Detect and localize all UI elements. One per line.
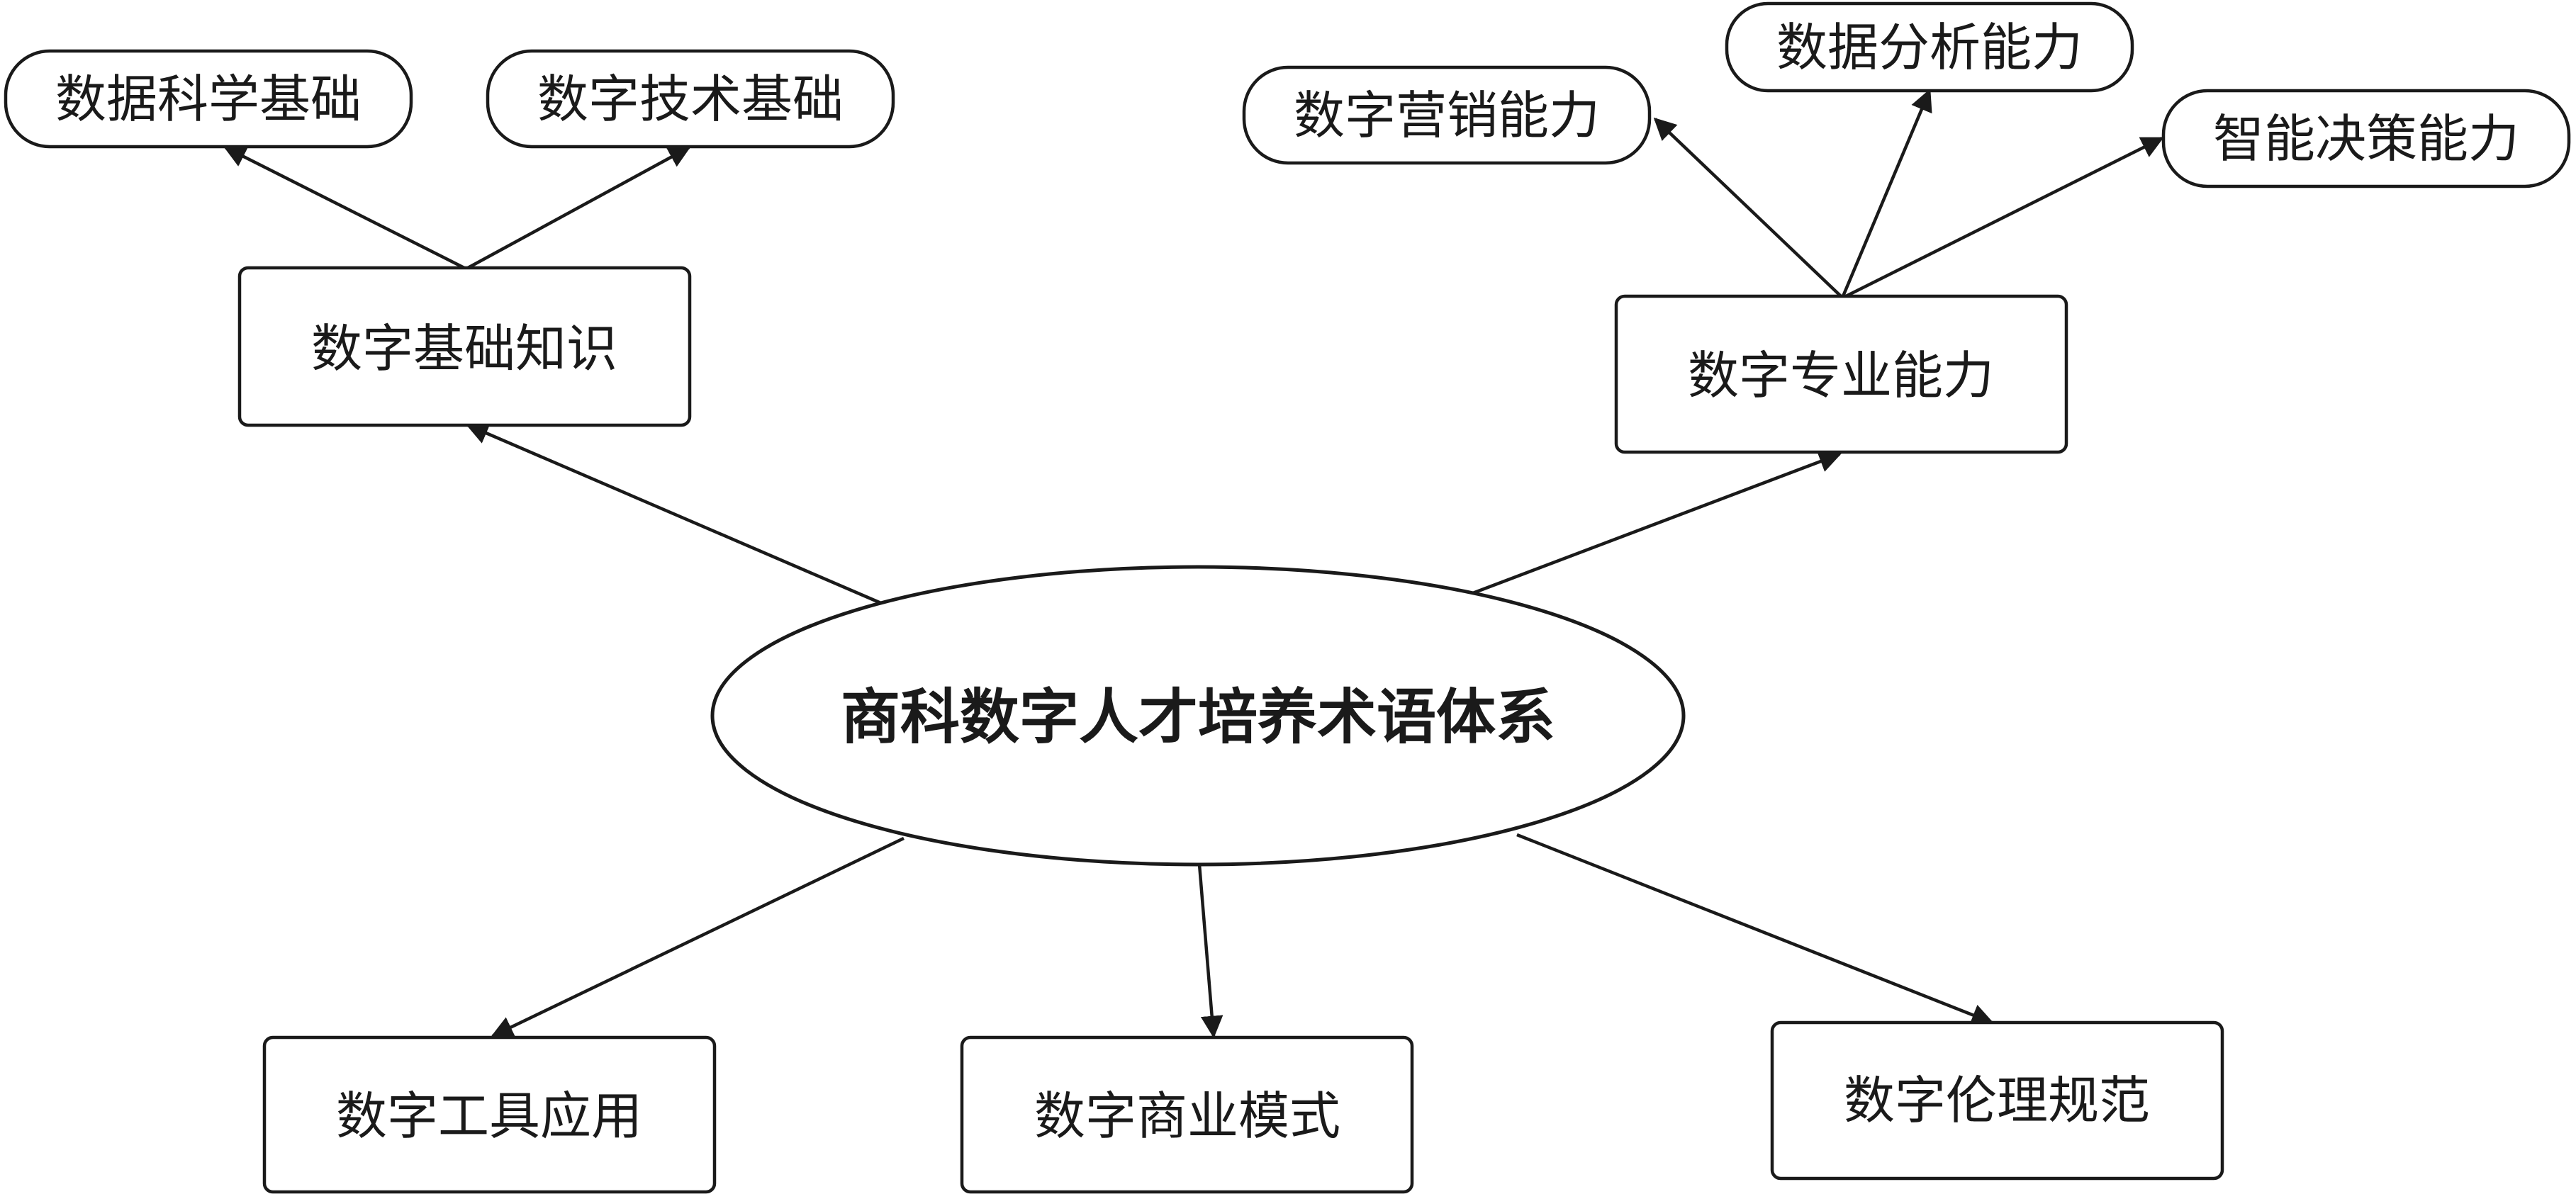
node-data-science-basics-label: 数据科学基础 [55, 69, 362, 129]
node-tool-application: 数字工具应用 [262, 1035, 717, 1194]
node-professional-ability-label: 数字专业能力 [1688, 346, 1994, 405]
node-data-analysis-box [1725, 1, 2134, 93]
node-digital-tech-basics-box [486, 49, 895, 149]
edge-center-to-tool-application [491, 836, 905, 1038]
node-digital-marketing-box [1242, 65, 1652, 165]
node-tool-application-label: 数字工具应用 [336, 1086, 642, 1146]
node-business-model-box [960, 1035, 1414, 1194]
edge-professional-to-marketing [1653, 117, 1842, 298]
edge-professional-to-decision [1844, 136, 2164, 298]
edge-center-to-business-model [1197, 864, 1223, 1039]
node-intelligent-decision-box [2161, 89, 2571, 188]
node-professional-ability: 数字专业能力 [1614, 294, 2068, 454]
edge-professional-to-data-analysis [1841, 89, 1932, 297]
node-digital-marketing-label: 数字营销能力 [1294, 86, 1600, 145]
node-tool-application-box [262, 1035, 717, 1194]
node-basic-knowledge-box [237, 266, 692, 427]
node-ethics-norms-label: 数字伦理规范 [1844, 1071, 2150, 1130]
edge-center-to-professional-ability [1470, 451, 1842, 596]
node-digital-tech-basics-label: 数字技术基础 [537, 69, 844, 129]
node-data-analysis: 数据分析能力 [1725, 1, 2134, 93]
node-data-analysis-label: 数据分析能力 [1776, 18, 2083, 77]
node-business-model: 数字商业模式 [960, 1035, 1414, 1194]
center-ellipse [710, 565, 1686, 867]
node-professional-ability-box [1614, 294, 2068, 454]
node-data-science-basics: 数据科学基础 [4, 49, 413, 149]
edge-center-to-basic-knowledge [466, 422, 883, 606]
node-basic-knowledge: 数字基础知识 [237, 266, 692, 427]
center-label: 商科数字人才培养术语体系 [841, 682, 1555, 752]
edge-basic-to-digital-tech [466, 146, 691, 269]
edges [223, 89, 2164, 1039]
node-business-model-label: 数字商业模式 [1034, 1086, 1340, 1146]
edge-basic-to-data-science [223, 145, 466, 270]
node-digital-tech-basics: 数字技术基础 [486, 49, 895, 149]
node-intelligent-decision: 智能决策能力 [2161, 89, 2571, 188]
center-node: 商科数字人才培养术语体系 [710, 565, 1686, 867]
node-intelligent-decision-label: 智能决策能力 [2213, 109, 2519, 169]
node-data-science-basics-box [4, 49, 413, 149]
node-ethics-norms-box [1770, 1020, 2224, 1181]
node-ethics-norms: 数字伦理规范 [1770, 1020, 2224, 1181]
edge-center-to-ethics-norms [1516, 833, 1994, 1026]
node-digital-marketing: 数字营销能力 [1242, 65, 1652, 165]
node-basic-knowledge-label: 数字基础知识 [311, 319, 617, 378]
